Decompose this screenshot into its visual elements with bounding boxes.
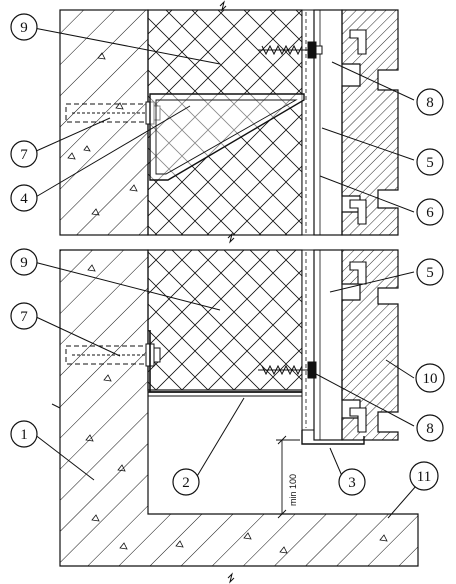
callout-4-label: 4 [20, 191, 28, 207]
leader-lines [33, 27, 417, 519]
upper-support-profile [313, 9, 343, 236]
callout-7-upper: 7 [10, 140, 38, 168]
callout-9-upper: 9 [10, 13, 38, 41]
callout-8-lower: 8 [416, 414, 444, 442]
callout-11: 11 [409, 461, 439, 491]
dimension-label: min 100 [288, 474, 298, 506]
callout-5-lower: 5 [416, 258, 444, 286]
callout-5-upper-label: 5 [426, 155, 434, 171]
callout-9-lower: 9 [10, 248, 38, 276]
lower-facade-panel [341, 249, 399, 441]
callout-5-upper: 5 [416, 148, 444, 176]
callout-10-label: 10 [423, 371, 438, 387]
callout-7-lower-label: 7 [20, 309, 28, 325]
callout-4: 4 [10, 184, 38, 212]
upper-screw-top [258, 41, 323, 59]
upper-detail [59, 0, 399, 244]
lower-bracket [149, 330, 302, 393]
callout-6: 6 [416, 198, 444, 226]
callout-1: 1 [10, 420, 38, 448]
callout-6-label: 6 [426, 205, 434, 221]
callout-2: 2 [172, 468, 200, 496]
callout-8-lower-label: 8 [426, 421, 434, 437]
lower-ventilation-gap [301, 249, 315, 431]
callout-7-upper-label: 7 [20, 147, 28, 163]
callout-8-upper: 8 [416, 88, 444, 116]
min-100-dimension [276, 435, 300, 519]
upper-bracket [149, 93, 305, 181]
callout-3-label: 3 [348, 475, 356, 491]
callout-9-upper-label: 9 [20, 20, 28, 36]
upper-facade-panel [341, 9, 399, 236]
callout-7-lower: 7 [10, 302, 38, 330]
callout-2-label: 2 [182, 475, 190, 491]
callout-8-upper-label: 8 [426, 95, 434, 111]
callout-5-lower-label: 5 [426, 265, 434, 281]
lower-support-profile [313, 249, 343, 441]
callout-9-lower-label: 9 [20, 255, 28, 271]
lower-detail: min 100 [51, 249, 419, 584]
callout-11-label: 11 [417, 469, 431, 485]
lower-wall-aggregate-marks [85, 264, 388, 554]
callout-1-label: 1 [20, 427, 28, 443]
callout-10: 10 [415, 363, 445, 393]
lower-insulation-board [147, 249, 303, 391]
lower-screw [258, 361, 317, 379]
callout-3: 3 [338, 468, 366, 496]
upper-wall-aggregate-marks [67, 52, 138, 216]
